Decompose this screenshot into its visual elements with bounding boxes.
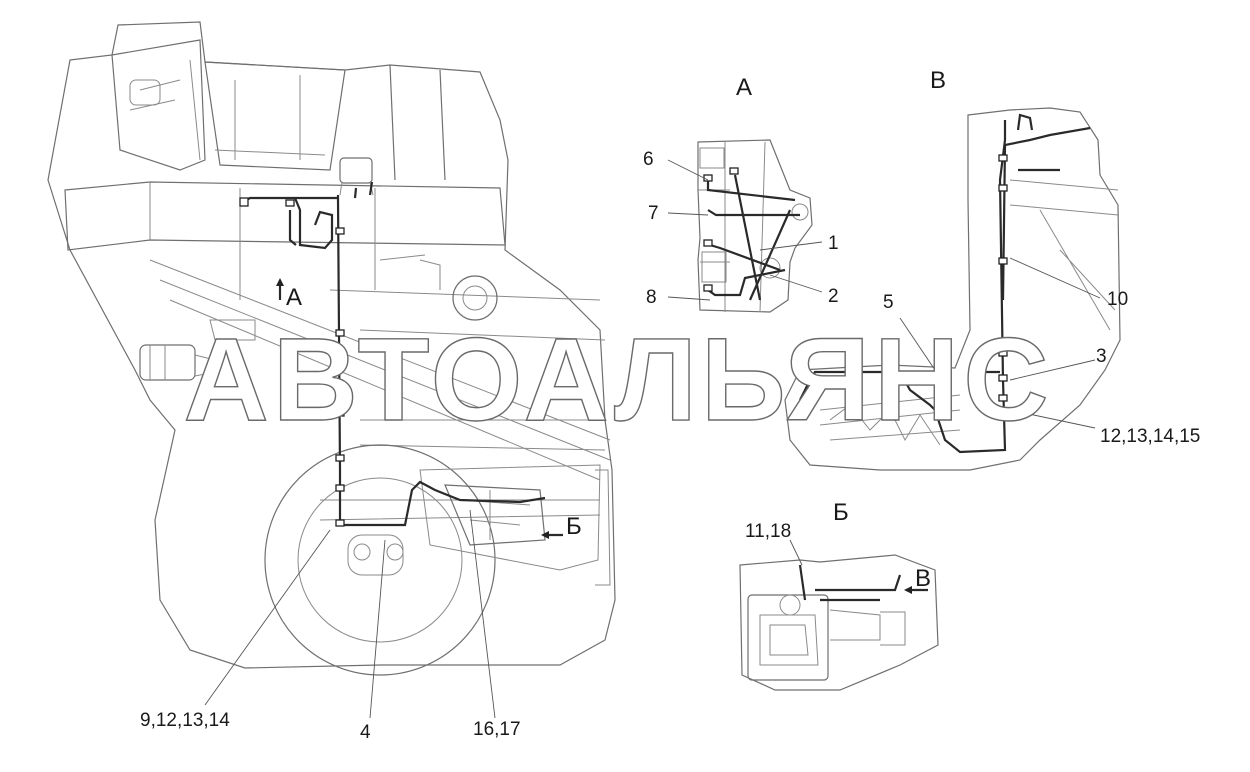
reservoir-tank: [339, 157, 373, 184]
callout-7: 7: [648, 203, 659, 224]
cab-block: [111, 39, 206, 171]
callout-5: 5: [883, 292, 894, 313]
view-b-outline: [739, 554, 939, 691]
callout-2: 2: [828, 286, 839, 307]
callout-9-12-13-14: 9,12,13,14: [140, 710, 230, 731]
view-a-detail: [667, 139, 823, 313]
harness-clips: [239, 197, 345, 527]
view-v-outline: [784, 107, 1121, 471]
watermark-text: АВТОАЛЬЯНС: [184, 314, 1053, 446]
callout-12-13-14-15: 12,13,14,15: [1100, 426, 1200, 447]
view-b-title: Б: [833, 499, 849, 526]
wheel: [264, 444, 496, 676]
main-view: [47, 21, 616, 719]
view-a-title: А: [736, 74, 752, 101]
callout-4: 4: [360, 722, 371, 743]
frame-crossbar: [64, 181, 506, 251]
callout-1: 1: [828, 233, 839, 254]
left-cylinder: [139, 344, 196, 381]
callout-8: 8: [646, 287, 657, 308]
view-b-detail: [739, 539, 939, 691]
view-arrow-v-label: В: [915, 565, 931, 592]
view-v-title: В: [930, 67, 946, 94]
view-v-detail: [784, 107, 1121, 471]
view-b-harness: [798, 564, 902, 602]
callout-3: 3: [1096, 346, 1107, 367]
view-v-harness: [799, 113, 1091, 454]
callout-6: 6: [643, 149, 654, 170]
callout-16-17: 16,17: [473, 719, 521, 740]
callout-11-18: 11,18: [745, 521, 791, 542]
view-arrow-b-label: Б: [566, 513, 582, 540]
callout-10: 10: [1107, 289, 1128, 310]
labels: А В Б А Б В 6 7 1 8 2 5 10 3 12,13,14,15…: [140, 67, 1200, 743]
view-arrow-a-label: А: [286, 284, 302, 311]
